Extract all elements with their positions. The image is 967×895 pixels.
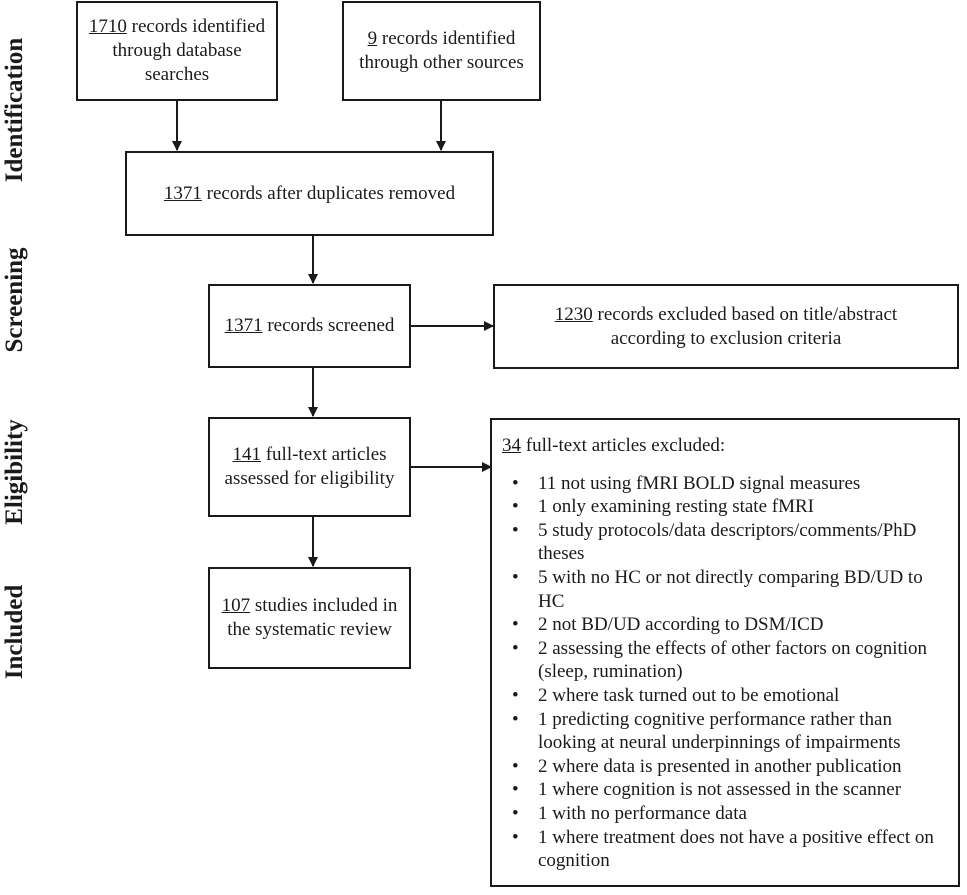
exclusion-reason: 1 where cognition is not assessed in the… [502,778,952,802]
database-count: 1710 [88,16,127,37]
exclusion-reason: 2 where data is presented in another pub… [502,755,952,779]
database-line3: searches [144,64,210,85]
exclusion-reason: 2 where task turned out to be emotional [502,684,952,708]
included-count: 107 [221,595,251,616]
excluded-abstract-line1: records excluded based on title/abstract [592,303,898,325]
fulltext-count: 141 [232,444,261,465]
fulltext-line2: assessed for eligibility [224,468,395,489]
exclusion-reasons-list: 11 not using fMRI BOLD signal measures 1… [502,472,952,873]
exclusion-reason: 2 assessing the effects of other factors… [502,637,952,684]
duplicates-text: records after duplicates removed [201,182,456,204]
box-after-duplicates: 1371 records after duplicates removed [125,151,494,236]
database-line2: through database [112,40,242,61]
fulltext-line1: full-text articles [260,444,387,465]
box-other-sources: 9 records identified through other sourc… [342,1,541,101]
database-line1: records identified [126,16,266,37]
fulltext-excluded-heading-text: full-text articles excluded: [521,435,726,456]
other-line1: records identified [377,28,516,49]
box-fulltext-assessed: 141 full-text articles assessed for elig… [208,417,411,517]
box-fulltext-excluded: 34 full-text articles excluded: 11 not u… [490,418,960,887]
exclusion-reason: 11 not using fMRI BOLD signal measures [502,472,952,496]
box-database-records: 1710 records identified through database… [76,1,278,101]
exclusion-reason: 1 only examining resting state fMRI [502,495,952,519]
fulltext-excluded-heading: 34 full-text articles excluded: [502,434,952,458]
fulltext-excluded-count: 34 [502,435,521,456]
included-line1: studies included in [250,595,398,616]
other-count: 9 [367,28,378,49]
exclusion-reason: 1 predicting cognitive performance rathe… [502,708,952,755]
included-line2: the systematic review [227,619,392,640]
box-studies-included: 107 studies included in the systematic r… [208,567,411,669]
duplicates-count: 1371 [163,182,202,204]
other-line2: through other sources [359,52,524,73]
screened-text: records screened [262,315,395,336]
box-excluded-title-abstract: 1230 records excluded based on title/abs… [493,284,959,369]
exclusion-reason: 1 with no performance data [502,802,952,826]
exclusion-reason: 1 where treatment does not have a positi… [502,826,952,873]
exclusion-reason: 5 with no HC or not directly comparing B… [502,566,952,613]
excluded-abstract-count: 1230 [554,303,593,325]
excluded-abstract-line2: according to exclusion criteria [610,327,842,349]
exclusion-reason: 5 study protocols/data descriptors/comme… [502,519,952,566]
screened-count: 1371 [224,315,263,336]
box-records-screened: 1371 records screened [208,284,411,368]
exclusion-reason: 2 not BD/UD according to DSM/ICD [502,613,952,637]
